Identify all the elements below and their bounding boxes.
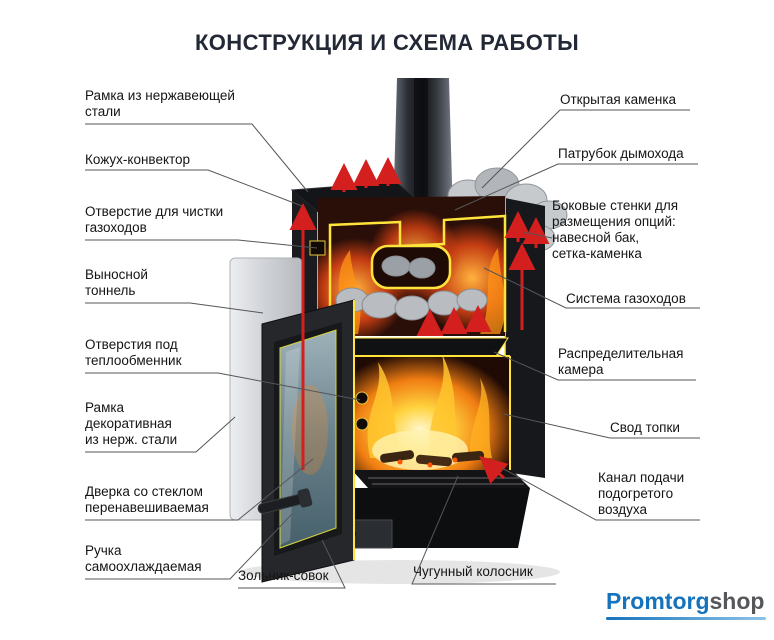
- door: [257, 299, 355, 583]
- label-chimney-pipe: Патрубок дымохода: [558, 146, 684, 161]
- label-flue-cleaning-opening: Отверстие для чистки газоходов: [85, 204, 224, 235]
- logo-primary: Promtorg: [606, 588, 710, 614]
- leader-lines: [85, 109, 700, 589]
- label-flue-system: Система газоходов: [566, 291, 686, 306]
- cleaning-opening: [309, 240, 326, 256]
- firebox: [333, 355, 511, 474]
- logo-underline: [606, 617, 766, 620]
- door-glass: [279, 329, 337, 549]
- heat-exchanger-holes: [355, 391, 369, 431]
- label-convector-casing: Кожух-конвектор: [85, 152, 191, 167]
- logo: Promtorgshop: [606, 588, 766, 620]
- label-decorative-frame: Рамка декоративная из нерж. стали: [85, 400, 178, 447]
- logo-secondary: shop: [709, 588, 765, 614]
- label-heated-air-channel: Канал подачи подогретого воздуха: [598, 470, 685, 517]
- label-stainless-steel-frame: Рамка из нержавеющей стали: [85, 88, 235, 119]
- up-arrow-icon: [479, 456, 509, 485]
- label-heat-exchanger-openings: Отверстия под теплообменник: [85, 337, 182, 368]
- label-side-walls-options: Боковые стенки для размещения опций: нав…: [552, 198, 679, 261]
- cast-iron-grate: [352, 470, 530, 488]
- fire-flames: [334, 356, 510, 474]
- label-ash-pan-scoop: Зольник-совок: [238, 568, 329, 583]
- label-glass-door: Дверка со стеклом перенавешиваемая: [85, 484, 209, 515]
- door-handle: [257, 488, 313, 514]
- page-title: КОНСТРУКЦИЯ И СХЕМА РАБОТЫ: [194, 30, 580, 55]
- label-open-stove-rocks: Открытая каменка: [560, 92, 677, 107]
- label-cast-iron-grate: Чугунный колосник: [413, 564, 533, 579]
- label-self-cooling-handle: Ручка самоохлаждаемая: [85, 543, 202, 574]
- label-extension-tunnel: Выносной тоннель: [85, 267, 148, 298]
- logs: [380, 450, 485, 468]
- label-firebox-arch: Свод топки: [610, 420, 680, 435]
- label-distribution-chamber: Распределительная камера: [558, 346, 684, 377]
- airflow-arrows: [289, 157, 550, 485]
